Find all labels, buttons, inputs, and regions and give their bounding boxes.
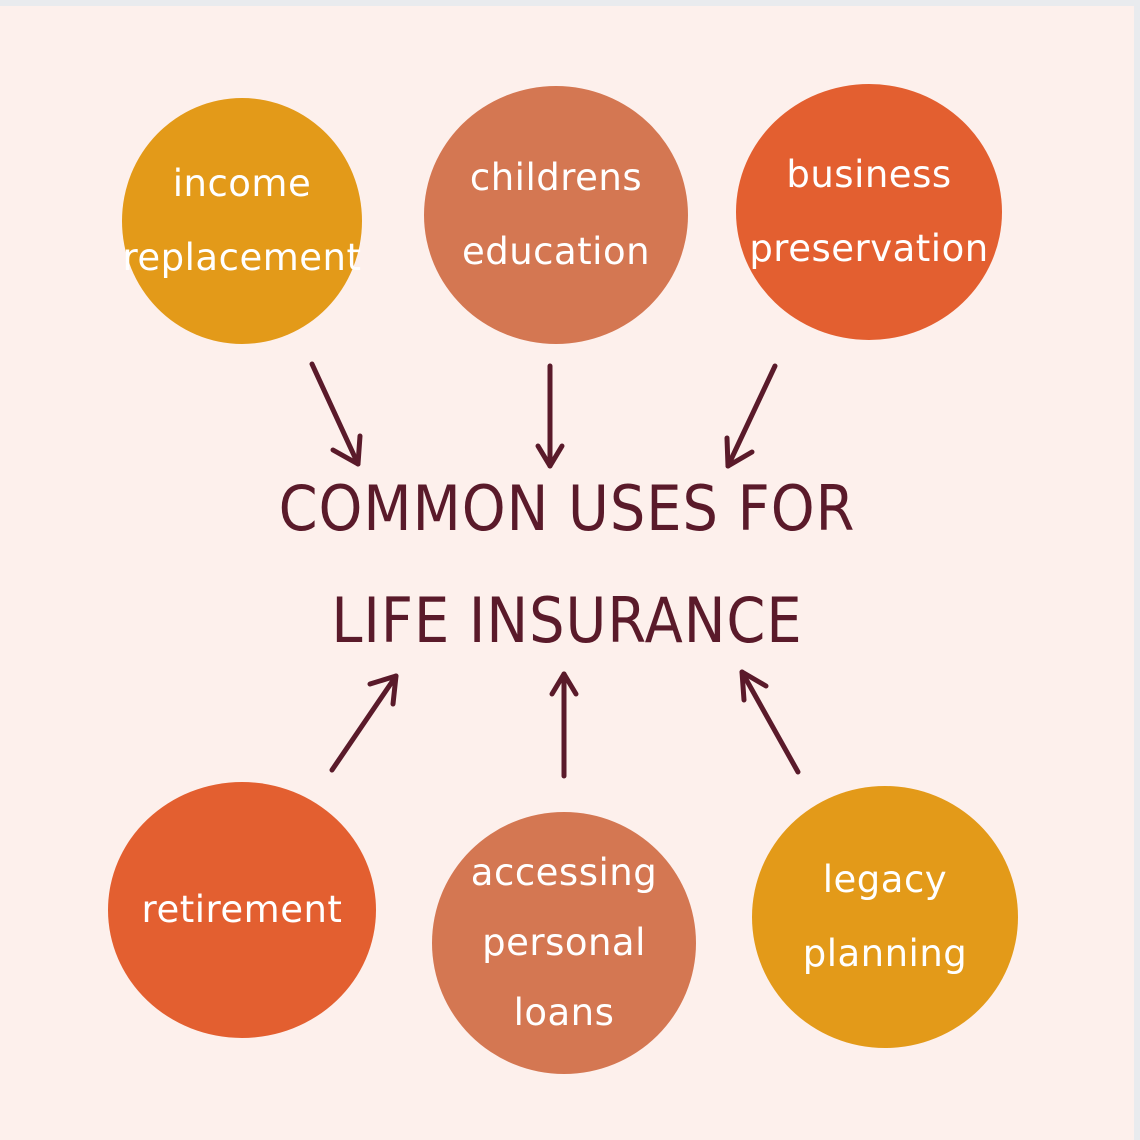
- label-line: childrens: [469, 156, 643, 199]
- label-line: replacement: [122, 236, 362, 279]
- arrow-down-icon: [535, 363, 565, 469]
- label-line: loans: [513, 991, 615, 1034]
- use-circle-childrens-education: childrens education: [424, 86, 688, 344]
- arrow-down-icon: [724, 363, 778, 469]
- use-circle-retirement: retirement: [108, 782, 376, 1038]
- arrow-down-icon: [309, 361, 363, 467]
- label-line: legacy: [822, 858, 948, 901]
- arrow-up-icon: [739, 669, 801, 775]
- use-label: business preservation: [749, 138, 988, 286]
- label-line: planning: [802, 932, 968, 975]
- use-circle-legacy-planning: legacy planning: [752, 786, 1018, 1048]
- use-label: childrens education: [462, 141, 650, 289]
- use-label: accessing personal loans: [471, 838, 657, 1048]
- use-label: income replacement: [123, 147, 362, 295]
- label-line: retirement: [141, 888, 343, 931]
- arrow-up-icon: [549, 671, 579, 779]
- label-line: income: [172, 162, 312, 205]
- label-line: education: [461, 230, 651, 273]
- label-line: preservation: [749, 227, 989, 270]
- use-circle-business-preservation: business preservation: [736, 84, 1002, 340]
- diagram-title-line-1: COMMON USES FOR: [278, 472, 856, 545]
- diagram-canvas: income replacement childrens education b…: [0, 6, 1134, 1140]
- label-line: business: [786, 153, 952, 196]
- use-circle-accessing-personal-loans: accessing personal loans: [432, 812, 696, 1074]
- label-line: accessing: [470, 851, 658, 894]
- use-label: legacy planning: [803, 843, 968, 991]
- arrow-up-icon: [329, 673, 399, 773]
- arrows-layer: [309, 361, 801, 779]
- label-line: personal: [482, 921, 646, 964]
- use-label: retirement: [142, 873, 343, 947]
- diagram-title-line-2: LIFE INSURANCE: [331, 584, 803, 657]
- use-circle-income-replacement: income replacement: [122, 98, 362, 344]
